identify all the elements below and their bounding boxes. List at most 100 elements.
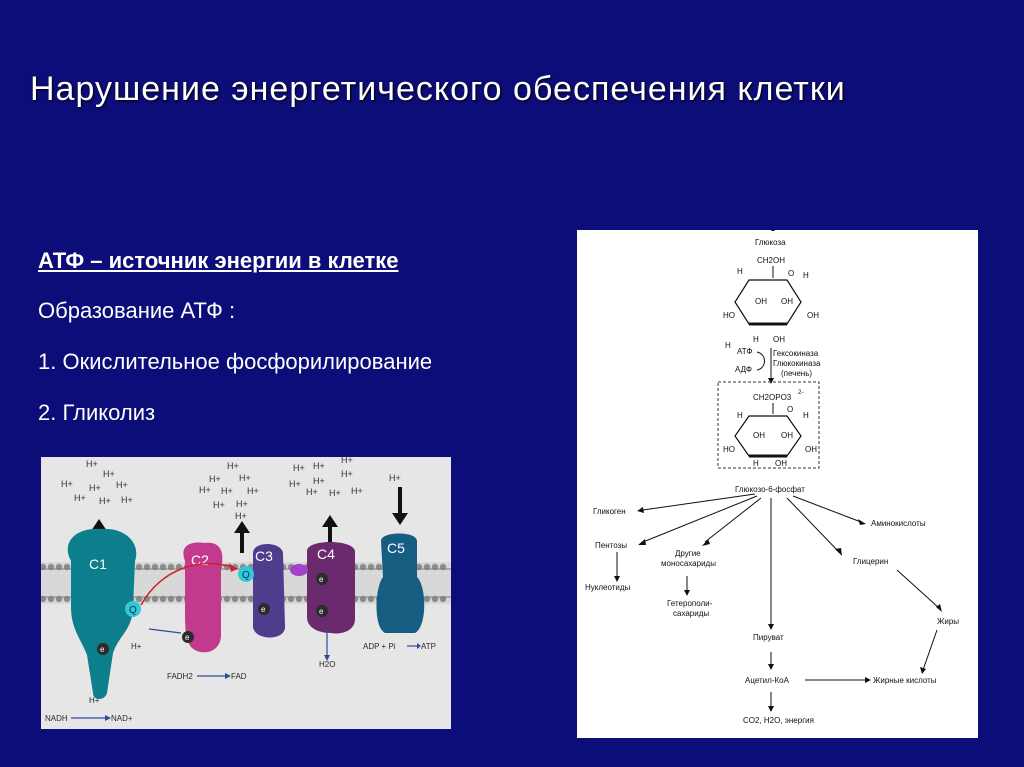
other-mono-label: Другие [675,549,701,558]
quinone-label: Q [129,605,137,616]
enzyme-glucokinase-label: Глюкокиназа [773,359,821,368]
proton-label: H+ [247,486,259,496]
proton-label: H+ [341,457,353,465]
proton-label: H+ [236,499,248,509]
adp-label: АДФ [735,365,752,374]
atom-oh-label: OH [755,297,767,306]
etc-figure: H+ H+ H+ H+ H+ H+ H+ H+ H+ H+ H+ H+ H+ H… [41,457,451,729]
complex-i-label: C1 [89,556,107,572]
pyruvate-label: Пируват [753,633,784,642]
atom-oh-label: OH [781,431,793,440]
proton-label: H+ [313,476,325,486]
atom-h-label: H [753,335,759,344]
acetylcoa-label: Ацетил-КоА [745,676,790,685]
electron-label: e [261,605,266,614]
quinone-marker [238,566,254,582]
complex-ii-shape [183,542,223,653]
ring-o-label: O [788,269,794,278]
fad-label: FAD [231,672,247,681]
proton-label: H+ [131,642,142,651]
water-label: H2O [319,660,335,669]
g6p-ring [734,415,802,458]
proton-label: H+ [313,461,325,471]
atom-ho-label: HO [723,445,735,454]
electron-path-arrow [140,562,238,606]
atom-h-label: H [803,411,809,420]
other-mono-label: моносахариды [661,559,716,568]
proton-label: H+ [86,459,98,469]
atom-h-label: H [753,459,759,468]
nad-label: NAD+ [111,714,133,723]
proton-label: H+ [221,486,233,496]
hetero-label: Гетерополи- [667,599,713,608]
proton-label: H+ [116,480,128,490]
atom-oh-label: OH [781,297,793,306]
quinone-marker [125,601,141,617]
pathway-arrows [616,493,940,708]
complex-iv-label: C4 [317,546,335,562]
proton-label: H+ [389,473,401,483]
text-line-oxidative-phosphorylation: 1. Окислительное фосфорилирование [38,349,433,374]
proton-label: H+ [329,488,341,498]
ring-o-label: O [787,405,793,414]
atom-h-label: H [737,267,743,276]
proton-label: H+ [209,474,221,484]
atom-oh-label: OH [775,459,787,468]
electron-label: e [319,575,324,584]
electron-label: e [185,633,190,642]
proton-arrows [91,487,408,553]
proton-label: H+ [239,473,251,483]
atp-label: ATP [421,642,436,651]
atom-h-label: H [737,411,743,420]
fattyacids-label: Жирные кислоты [873,676,937,685]
reaction-arrows [71,628,417,719]
complex-v-shape [376,533,425,633]
charge-label: 2- [798,390,803,396]
proton-label: H+ [341,469,353,479]
proton-label: H+ [103,469,115,479]
electron-markers: e e e e e [97,573,328,655]
text-line-glycolysis: 2. Гликолиз [38,400,156,425]
proton-label: H+ [199,485,211,495]
glycerol-label: Глицерин [853,557,888,566]
slide-title: Нарушение энергетического обеспечения кл… [30,70,846,108]
proton-label: H+ [89,696,100,705]
proton-label: H+ [213,500,225,510]
g6p-box [717,381,820,469]
proton-label: H+ [351,486,363,496]
atom-oh-label: OH [753,431,765,440]
atom-h-label: H [803,271,809,280]
enzyme-liver-note: (печень) [781,369,812,378]
pentoses-label: Пентозы [595,541,627,550]
proton-label: H+ [293,463,305,473]
aminoacids-label: Аминокислоты [871,519,926,528]
cytochrome-c-marker [290,564,308,576]
atp-label: АТФ [737,347,752,356]
g6p-label: Глюкозо-6-фосфат [735,485,805,494]
proton-label: H+ [121,495,133,505]
products-label: CO2, H2O, энергия [743,716,814,725]
proton-label: H+ [89,483,101,493]
glucose-pathway-diagram: Глюкоза CH2OH O H H OH OH HO OH H OH H А… [585,230,959,725]
atom-oh-label: OH [807,311,819,320]
ch2opo3-label: CH2OPO3 [753,393,792,402]
proton-label: H+ [289,479,301,489]
glucose-ring [734,279,802,326]
proton-label: H+ [99,496,111,506]
atom-ho-label: HO [723,311,735,320]
nucleotides-label: Нуклеотиды [585,583,631,592]
electron-label: e [100,645,105,654]
fats-label: Жиры [937,617,959,626]
adp-pi-label: ADP + Pi [363,642,396,651]
proton-label: H+ [74,493,86,503]
complex-v-label: C5 [387,540,405,556]
atom-oh-label: OH [805,445,817,454]
electron-label: e [319,607,324,616]
quinone-label: Q [242,570,250,581]
atom-h-label: H [725,341,731,350]
ch2oh-label: CH2OH [757,256,785,265]
proton-label: H+ [61,479,73,489]
proton-label: H+ [235,511,247,521]
proton-label: H+ [306,487,318,497]
hetero-label: сахариды [673,609,709,618]
